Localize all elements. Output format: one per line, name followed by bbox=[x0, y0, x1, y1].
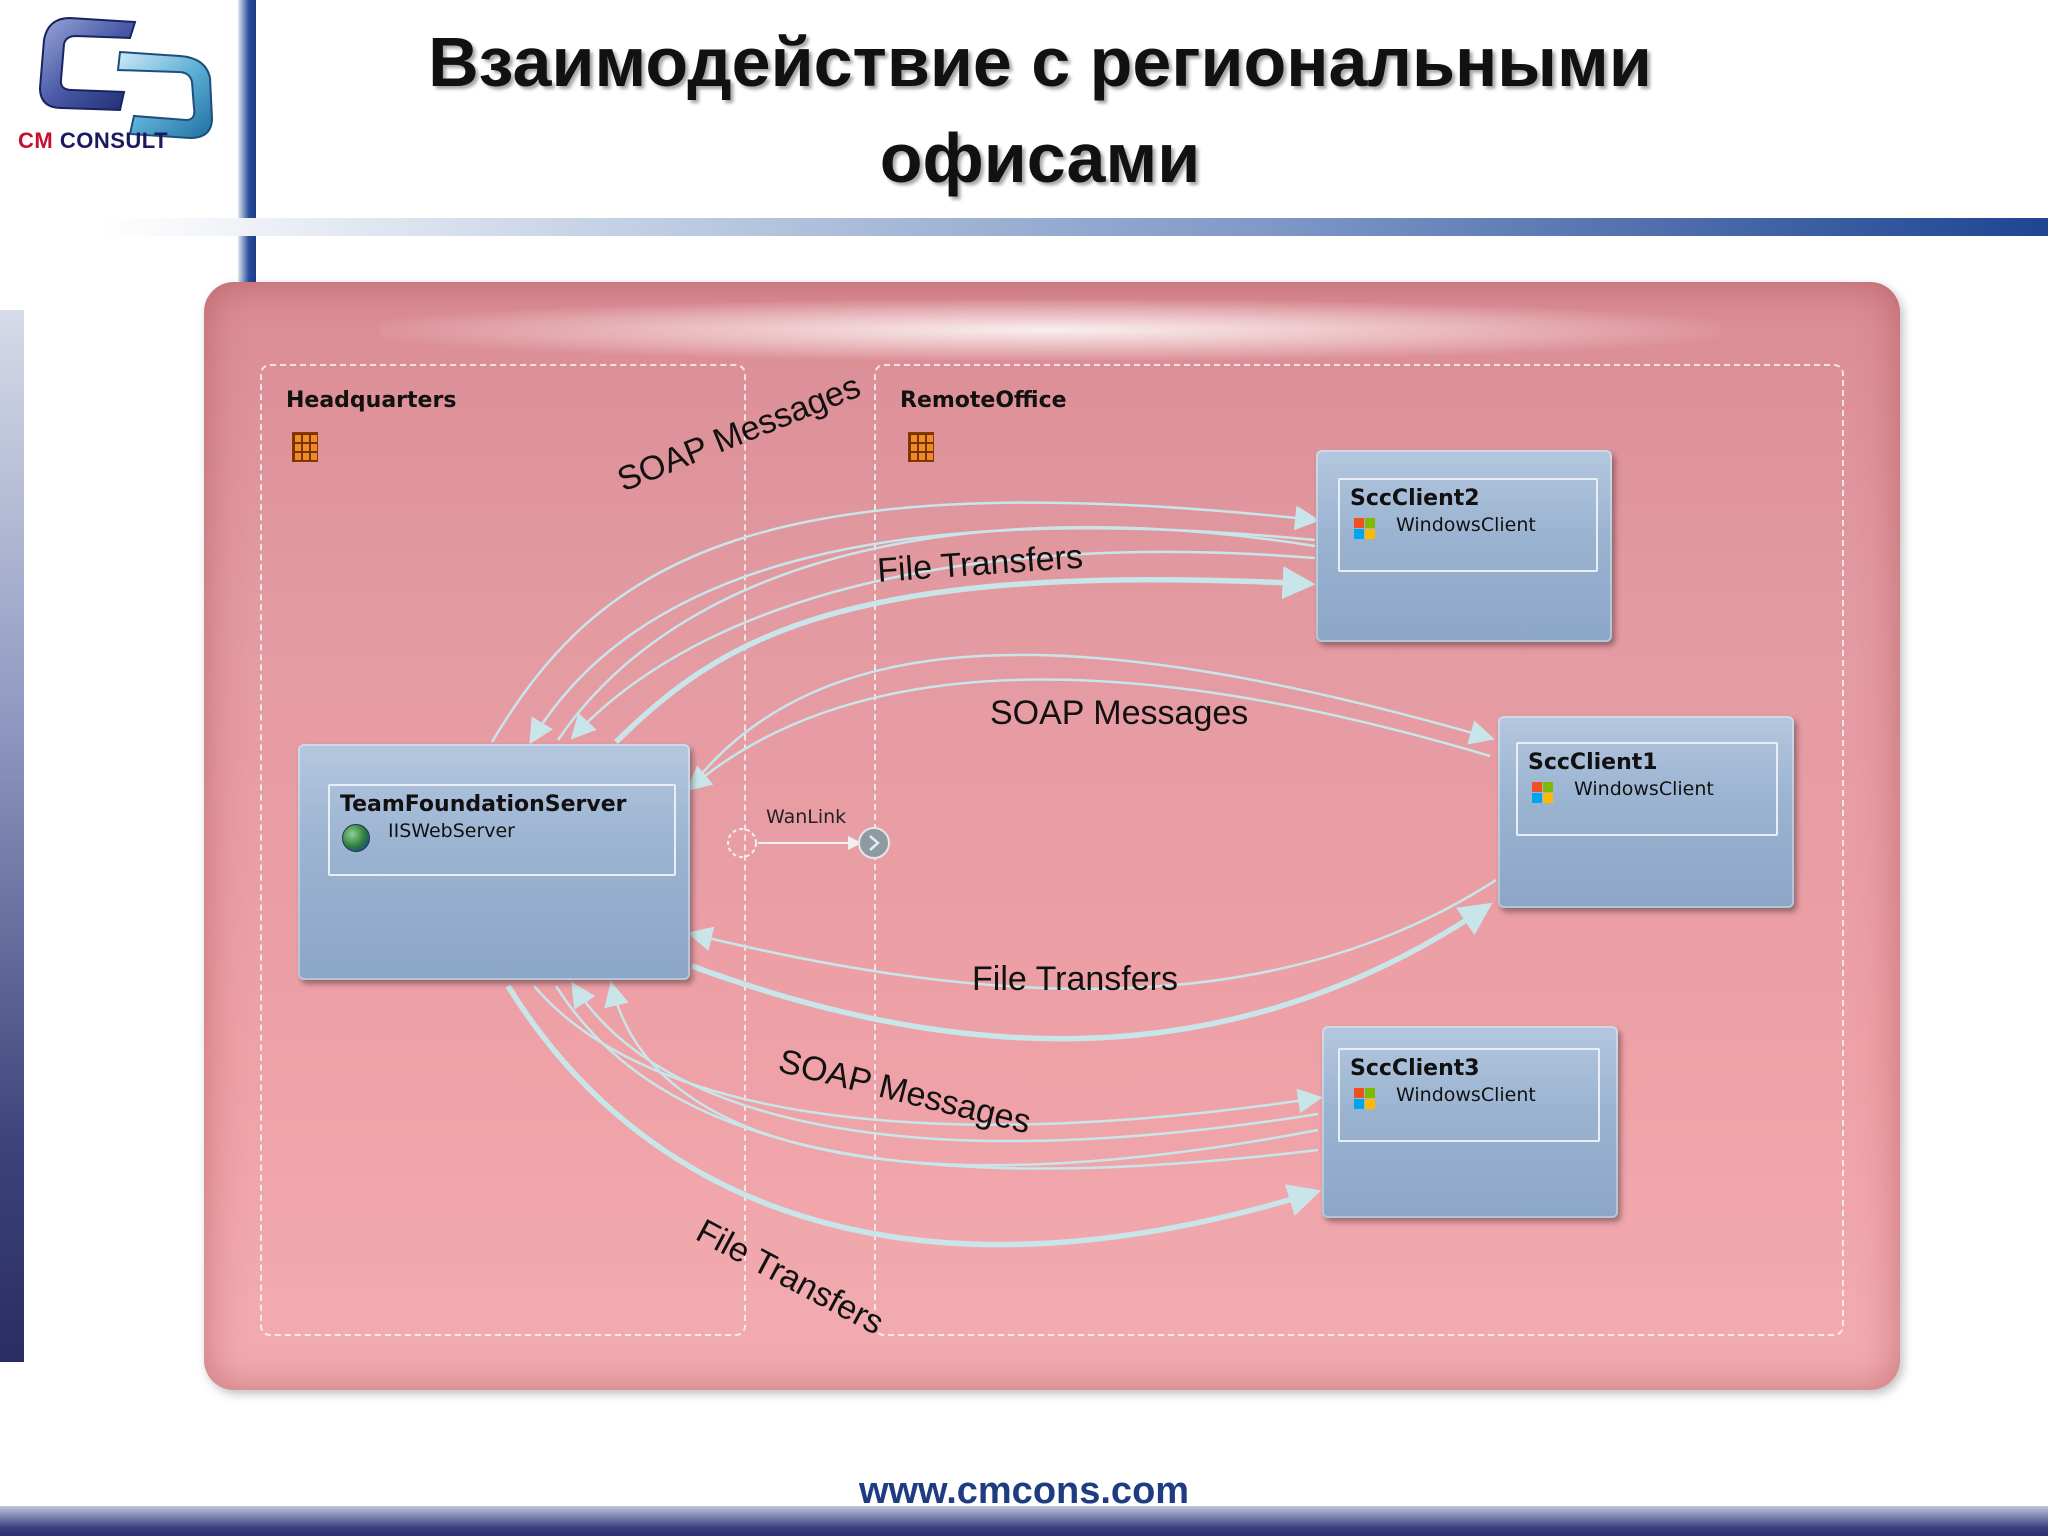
server-type: WindowsClient bbox=[1396, 1084, 1536, 1106]
flow-label-file: File Transfers bbox=[972, 960, 1178, 998]
server-name: SccClient2 bbox=[1350, 486, 1480, 511]
wanlink-end-icon bbox=[858, 827, 890, 859]
connector-file bbox=[614, 566, 1316, 744]
connector-soap bbox=[571, 981, 1319, 1143]
wanlink-arrow-icon bbox=[848, 836, 862, 850]
globe-icon bbox=[342, 824, 370, 852]
connector-soap bbox=[604, 981, 1319, 1167]
connector-soap bbox=[689, 653, 1495, 789]
firewall-icon bbox=[908, 432, 934, 462]
left-side-bar bbox=[0, 310, 24, 1362]
connector-soap bbox=[570, 550, 1316, 740]
wanlink-start-icon bbox=[727, 828, 757, 858]
connector-soap bbox=[554, 985, 1319, 1170]
connector-soap bbox=[533, 985, 1323, 1126]
wanlink-label: WanLink bbox=[766, 806, 847, 828]
server-name: SccClient3 bbox=[1350, 1056, 1480, 1081]
header-rule bbox=[100, 218, 2048, 236]
flow-label-soap: SOAP Messages bbox=[990, 694, 1249, 732]
server-name: SccClient1 bbox=[1528, 750, 1658, 775]
footer-bar bbox=[0, 1506, 2048, 1536]
connector-file bbox=[505, 984, 1322, 1248]
zone-label-remote-office: RemoteOffice bbox=[900, 388, 1067, 413]
connector-soap bbox=[490, 501, 1320, 743]
panel-gloss bbox=[380, 300, 1720, 360]
logo-brand-prefix: CM bbox=[18, 128, 54, 153]
server-type: WindowsClient bbox=[1396, 514, 1536, 536]
connector-soap bbox=[686, 678, 1491, 792]
server-inner-panel: SccClient2 WindowsClient bbox=[1338, 478, 1598, 572]
server-team-foundation[interactable]: TeamFoundationServer IISWebServer bbox=[298, 744, 690, 980]
logo: CM CONSULT bbox=[0, 0, 240, 230]
header-vertical-bar bbox=[238, 0, 256, 288]
server-scc-client-1[interactable]: SccClient1 WindowsClient bbox=[1498, 716, 1794, 908]
server-name: TeamFoundationServer bbox=[340, 792, 627, 817]
firewall-icon bbox=[292, 432, 318, 462]
windows-icon bbox=[1354, 1088, 1376, 1110]
server-type: WindowsClient bbox=[1574, 778, 1714, 800]
server-inner-panel: SccClient3 WindowsClient bbox=[1338, 1048, 1600, 1142]
logo-text: CM CONSULT bbox=[18, 128, 168, 154]
server-inner-panel: SccClient1 WindowsClient bbox=[1516, 742, 1778, 836]
connector-soap bbox=[556, 525, 1316, 741]
slide-title: Взаимодействие с региональными офисами bbox=[428, 23, 1652, 197]
connector-file bbox=[691, 902, 1493, 1042]
logo-mark-icon bbox=[38, 16, 214, 140]
server-scc-client-2[interactable]: SccClient2 WindowsClient bbox=[1316, 450, 1612, 642]
server-scc-client-3[interactable]: SccClient3 WindowsClient bbox=[1322, 1026, 1618, 1218]
server-type: IISWebServer bbox=[388, 820, 515, 842]
windows-icon bbox=[1354, 518, 1376, 540]
logo-brand-suffix: CONSULT bbox=[59, 128, 169, 153]
server-inner-panel: TeamFoundationServer IISWebServer bbox=[328, 784, 676, 876]
footer-url[interactable]: www.cmcons.com bbox=[858, 1470, 1190, 1512]
zone-label-headquarters: Headquarters bbox=[286, 388, 457, 413]
windows-icon bbox=[1532, 782, 1554, 804]
connector-file bbox=[687, 878, 1497, 991]
zone-headquarters bbox=[260, 364, 746, 1336]
